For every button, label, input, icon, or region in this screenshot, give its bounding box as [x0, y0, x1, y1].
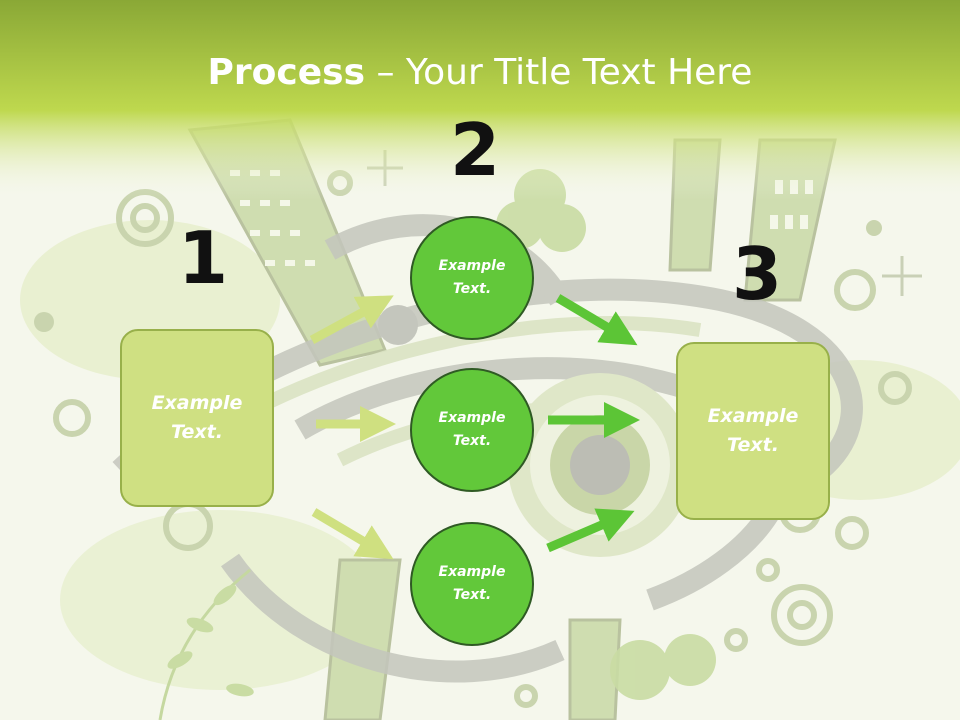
arrow-top-to-3 — [555, 294, 638, 346]
step-3-box: Example Text. — [676, 342, 830, 520]
title-text: Your Title Text Here — [405, 52, 753, 93]
slide-title: Process – Your Title Text Here — [0, 52, 960, 93]
step-2-circle-top: Example Text. — [410, 216, 534, 340]
step-number-1: 1 — [178, 216, 229, 300]
title-dash: – — [376, 52, 395, 93]
title-bold: Process — [207, 52, 366, 93]
arrow-bottom-to-3 — [546, 508, 635, 553]
step-1-box: Example Text. — [120, 329, 274, 507]
circle-bottom-text: Example Text. — [438, 564, 506, 603]
step-2-circle-middle: Example Text. — [410, 368, 534, 492]
arrow-1-to-bottom — [311, 508, 394, 560]
step-number-3: 3 — [732, 232, 783, 316]
arrow-1-to-top — [309, 295, 394, 344]
step-1-box-text: Example Text. — [151, 392, 243, 443]
step-3-box-text: Example Text. — [707, 405, 799, 456]
circle-middle-text: Example Text. — [438, 410, 506, 449]
circle-top-text: Example Text. — [438, 258, 506, 297]
step-2-circle-bottom: Example Text. — [410, 522, 534, 646]
step-number-2: 2 — [450, 108, 501, 192]
